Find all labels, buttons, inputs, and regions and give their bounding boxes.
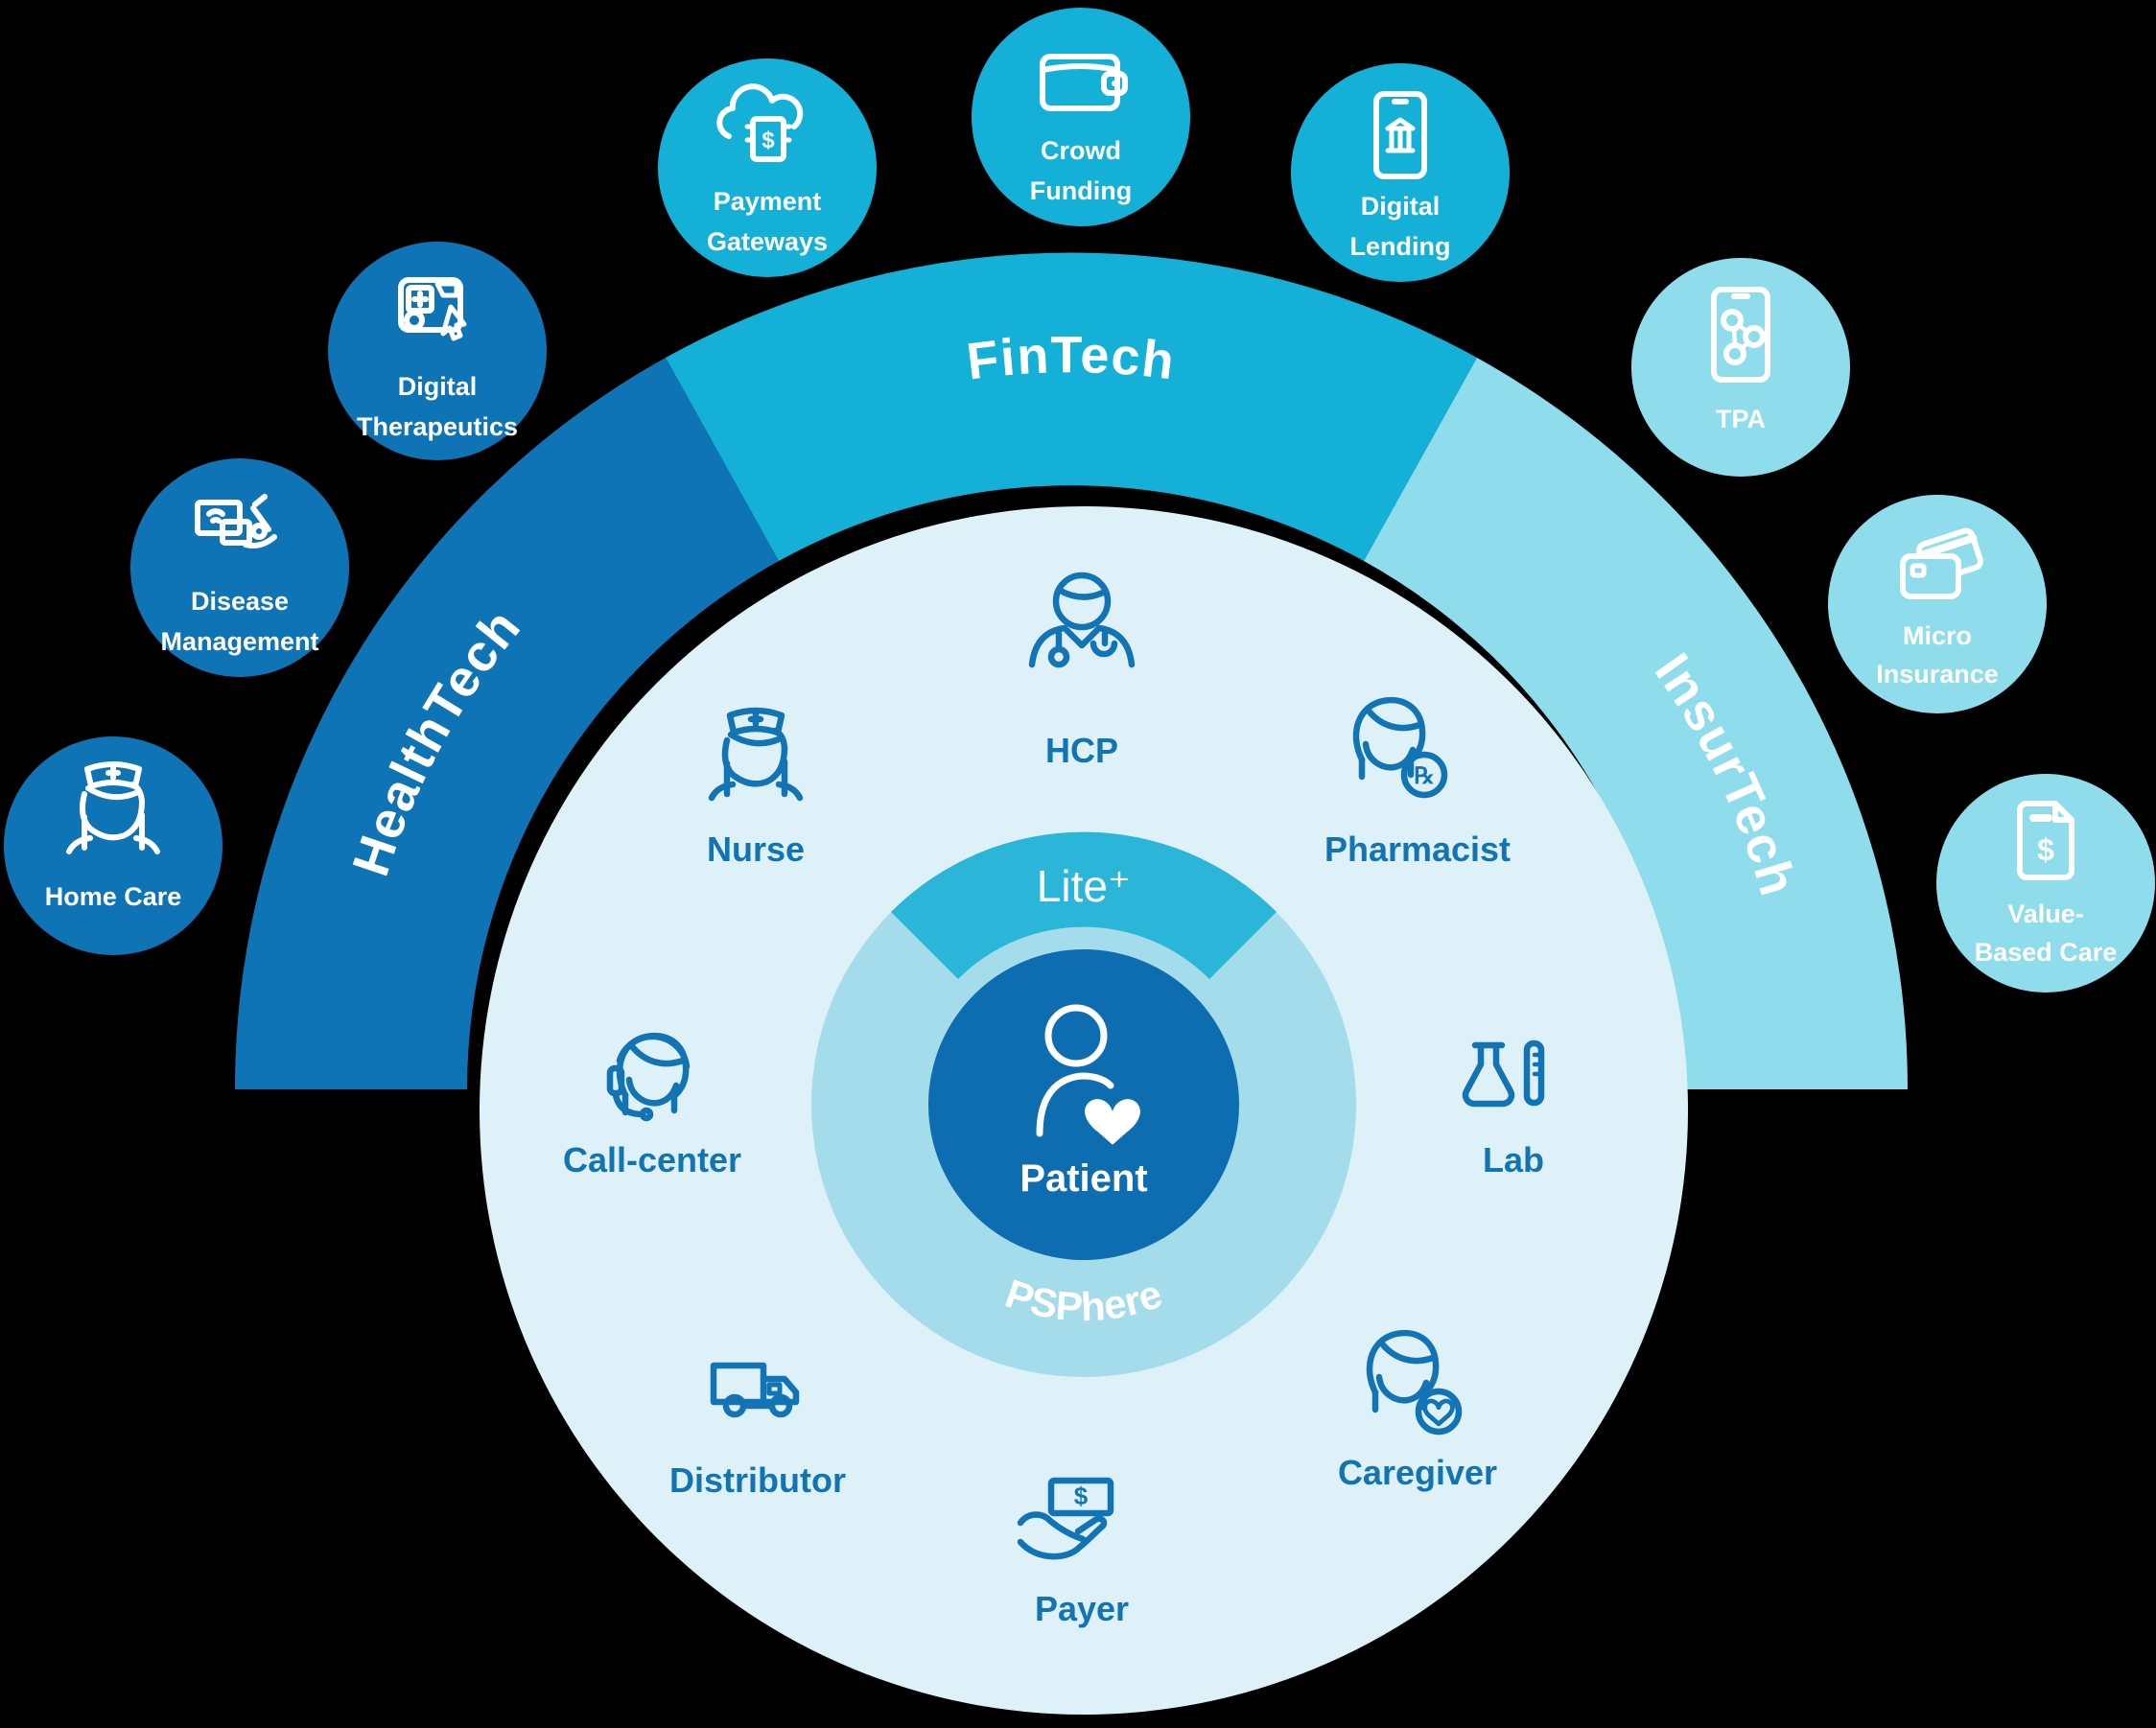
- satellite-label: Lending: [1350, 232, 1451, 261]
- stakeholder-caregiver: Caregiver: [1338, 1333, 1497, 1492]
- satellite-home-care: Home Care: [4, 736, 223, 955]
- stakeholder-lab: Lab: [1462, 1039, 1545, 1179]
- doctor-icon: [1028, 572, 1136, 668]
- satellite-label: Digital: [398, 372, 478, 401]
- satellite-circle: [130, 458, 349, 677]
- satellite-label: Gateways: [707, 227, 828, 256]
- satellite-label: Based Care: [1975, 938, 2118, 967]
- stakeholder-nurse: Nurse: [707, 711, 805, 869]
- satellite-label: Crowd: [1041, 136, 1121, 165]
- satellite-digital-lending: Digital Lending: [1291, 63, 1510, 282]
- stakeholder-hcp: HCP: [1028, 572, 1136, 770]
- rx-glyph: ℞: [1414, 763, 1435, 789]
- satellite-circle: [1936, 774, 2155, 992]
- satellite-label: Micro: [1903, 621, 1972, 650]
- satellite-label: Therapeutics: [357, 412, 518, 441]
- lite-arc: [891, 831, 1277, 979]
- stakeholder-label: Call-center: [563, 1140, 741, 1179]
- stakeholder-distributor: Distributor: [669, 1362, 846, 1500]
- satellite-payment-gateways: $ Payment Gateways: [658, 58, 877, 277]
- satellite-label: Payment: [714, 187, 822, 216]
- lab-flask-icon: [1462, 1039, 1545, 1108]
- truck-icon: [710, 1362, 800, 1418]
- satellite-label: TPA: [1716, 405, 1766, 433]
- satellite-value-based-care: $ Value- Based Care: [1936, 774, 2155, 992]
- patient-label: Patient: [1019, 1157, 1147, 1200]
- satellite-circle: [1291, 63, 1510, 282]
- satellite-circle: [1828, 495, 2047, 713]
- satellite-tpa: TPA: [1631, 258, 1850, 477]
- svg-text:$: $: [762, 128, 775, 153]
- satellite-label: Funding: [1030, 176, 1132, 205]
- stakeholder-label: Nurse: [707, 829, 805, 869]
- svg-text:$: $: [2037, 832, 2054, 867]
- stakeholder-label: HCP: [1045, 731, 1118, 770]
- disease-management-icon: [195, 494, 277, 549]
- satellite-label: Digital: [1361, 192, 1441, 221]
- satellite-circle: [972, 8, 1190, 226]
- sector-healthtech: [234, 358, 779, 1089]
- stakeholder-pharmacist: ℞ Pharmacist: [1324, 700, 1511, 869]
- digital-therapeutics-icon: [398, 277, 467, 341]
- satellite-circle: [328, 242, 547, 460]
- satellite-micro-insurance: Micro Insurance: [1828, 495, 2047, 713]
- stakeholder-label: Lab: [1483, 1140, 1544, 1179]
- micro-insurance-icon: [1900, 527, 1983, 599]
- stakeholder-label: Payer: [1035, 1589, 1129, 1628]
- crowd-funding-icon: [1040, 54, 1128, 111]
- satellite-crowd-funding: Crowd Funding: [972, 8, 1190, 226]
- sector-fintech-label: FinTech: [964, 326, 1179, 390]
- satellite-disease-management: Disease Management: [130, 458, 349, 677]
- stakeholder-label: Caregiver: [1338, 1453, 1497, 1492]
- sector-insurtech: [1364, 358, 1909, 1089]
- satellite-circle: [4, 736, 223, 955]
- stakeholder-label: Pharmacist: [1324, 829, 1511, 869]
- stakeholder-payer: $ Payer: [1017, 1477, 1129, 1628]
- satellite-label: Management: [160, 627, 318, 656]
- satellite-label: Disease: [191, 587, 289, 616]
- patient-heart-icon: [1036, 1004, 1140, 1145]
- digital-lending-icon: [1373, 91, 1427, 179]
- dollar-glyph: $: [1074, 1482, 1089, 1510]
- tpa-icon: [1711, 287, 1770, 383]
- satellite-label: Home Care: [45, 882, 182, 911]
- satellite-circle: [1631, 258, 1850, 477]
- satellite-label: Value-: [2007, 899, 2084, 928]
- stakeholder-call-center: Call-center: [563, 1036, 741, 1179]
- payment-gateways-icon: $: [716, 83, 804, 162]
- satellite-label: Insurance: [1876, 660, 1999, 689]
- satellite-circle: [658, 58, 877, 277]
- satellite-digital-therapeutics: Digital Therapeutics: [328, 242, 547, 460]
- sector-fintech: [666, 252, 1477, 561]
- stakeholder-label: Distributor: [669, 1460, 846, 1500]
- value-based-care-icon: $: [2017, 801, 2074, 880]
- hand-money-icon: $: [1017, 1477, 1114, 1560]
- lite-label: Lite⁺: [1037, 861, 1131, 911]
- patient-circle: [928, 949, 1239, 1260]
